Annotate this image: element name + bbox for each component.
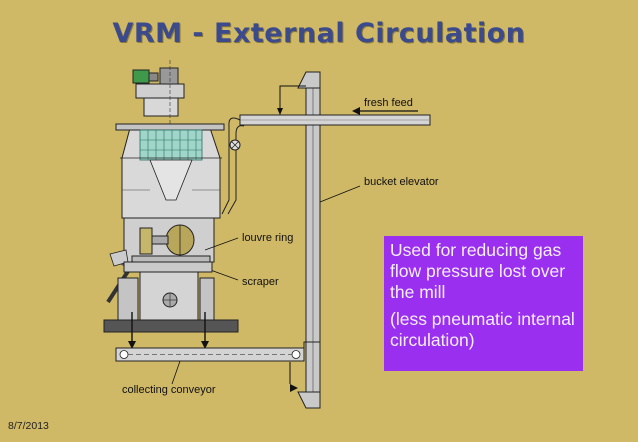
slide-title: VRM - External Circulation bbox=[112, 18, 526, 49]
info-box: Used for reducing gas flow pressure lost… bbox=[384, 236, 583, 371]
separator-drive bbox=[132, 60, 185, 225]
collecting-conveyor bbox=[115, 341, 320, 392]
info-text-2: (less pneumatic internal circulation) bbox=[390, 309, 575, 350]
bucket-elevator bbox=[297, 71, 321, 409]
mill-base bbox=[103, 261, 239, 333]
feed-conveyor bbox=[239, 85, 431, 126]
feed-chute bbox=[221, 117, 245, 215]
scraper-label: scraper bbox=[242, 276, 279, 288]
bucket-elevator-label: bucket elevator bbox=[364, 176, 439, 188]
slide-date: 8/7/2013 bbox=[8, 420, 49, 432]
discharge-arrows bbox=[128, 312, 209, 349]
louvre-ring-label: louvre ring bbox=[242, 232, 294, 244]
grinding-section bbox=[106, 217, 239, 304]
mill-body bbox=[115, 123, 225, 219]
collecting-conveyor-label: collecting conveyor bbox=[122, 384, 216, 396]
elevator-pointer bbox=[319, 185, 361, 203]
info-text-1: Used for reducing gas flow pressure lost… bbox=[390, 240, 566, 302]
fresh-feed-label: fresh feed bbox=[364, 97, 413, 109]
